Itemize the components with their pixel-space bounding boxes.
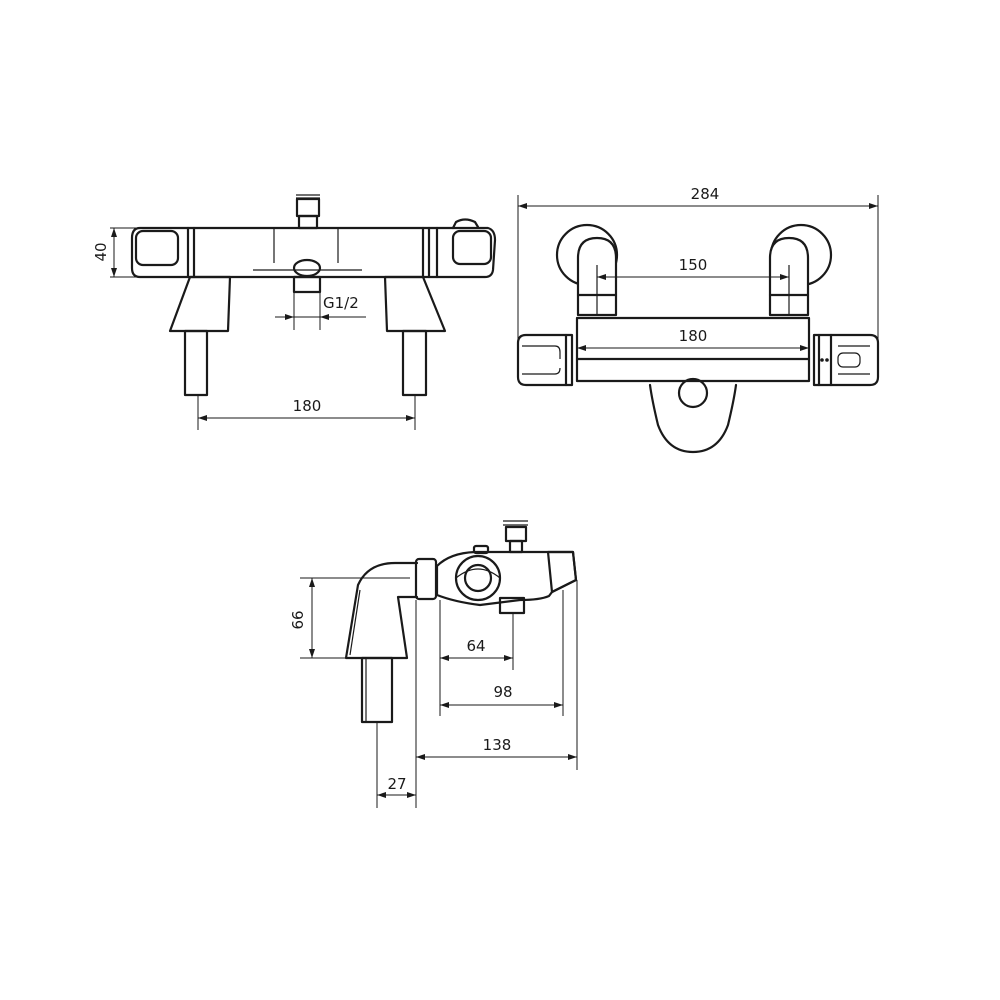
dim-total-depth-label: 138	[483, 736, 512, 754]
dim-to-outlet-label: 64	[466, 637, 485, 655]
dim-leg-height-label: 66	[289, 610, 307, 629]
side-view: 66 64 98 138 27	[289, 520, 578, 808]
dim-to-spout-tip-label: 98	[493, 683, 512, 701]
front-view: 40 G1/2 180	[92, 194, 497, 430]
top-view: 284 150 180	[516, 185, 880, 454]
dim-thread-label: G1/2	[323, 294, 359, 312]
dim-body-length-label: 180	[679, 327, 708, 345]
dim-overall-width-label: 284	[691, 185, 720, 203]
dim-height-label: 40	[92, 242, 110, 261]
dim-inlet-centers-label: 150	[679, 256, 708, 274]
dim-leg-spacing-label: 180	[293, 397, 322, 415]
dim-leg-offset-label: 27	[387, 775, 406, 793]
